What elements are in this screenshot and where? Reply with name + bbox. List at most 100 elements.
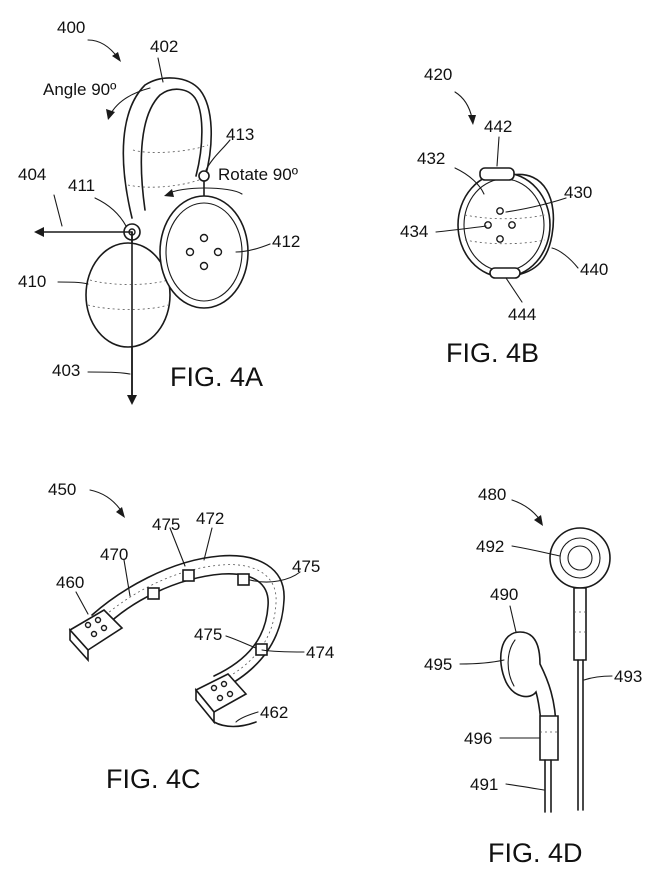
strain-relief-496 [539, 715, 559, 761]
ear-cup-412 [159, 195, 249, 309]
ref-495: 495 [424, 655, 452, 674]
fig-4d: 480 492 490 495 493 496 491 FIG. 4D [424, 485, 642, 868]
speaker-hole [496, 207, 504, 215]
earbud-492-stem [573, 587, 587, 661]
ref-404: 404 [18, 165, 46, 184]
ref-412: 412 [272, 232, 300, 251]
pivot-413 [198, 170, 210, 182]
angle-arrowhead [106, 109, 115, 120]
slider-475 [182, 569, 195, 582]
ref-432: 432 [417, 149, 445, 168]
ref-492-leader [511, 545, 561, 557]
earbud-495 [499, 631, 557, 731]
ref-492: 492 [476, 537, 504, 556]
ref-475-leader [169, 527, 186, 567]
ref-403-leader [87, 371, 131, 375]
fig-4b: 420 442 432 430 434 440 444 FIG. 4B [400, 65, 608, 368]
speaker-hole [484, 221, 492, 229]
cap-444 [489, 267, 521, 279]
speaker-hole [199, 261, 209, 271]
cup-432-seam-2 [464, 239, 546, 245]
axis-403-arrowhead [127, 395, 137, 405]
ref-411: 411 [68, 176, 95, 195]
fig-4c: 450 475 472 470 475 460 475 474 462 FIG.… [48, 480, 334, 794]
caption-fig-4a: FIG. 4A [170, 362, 263, 392]
ref-460-leader [75, 591, 89, 615]
ref-410: 410 [18, 272, 46, 291]
ref-490-leader [509, 605, 517, 633]
ref-491: 491 [470, 775, 498, 794]
earbud-492-grille [559, 537, 601, 579]
ear-cup-410 [85, 242, 171, 348]
ref-475: 475 [292, 557, 320, 576]
ref-440-leader [551, 247, 579, 269]
speaker-hole [213, 247, 223, 257]
ref-450-leader [89, 489, 123, 513]
ref-450-arrowhead [116, 507, 125, 518]
cup-432-seam [464, 214, 546, 220]
end-pad-460 [68, 608, 124, 663]
ref-430-leader [505, 197, 567, 213]
caption-fig-4c: FIG. 4C [106, 764, 201, 794]
ref-413: 413 [226, 125, 254, 144]
slider-475 [237, 573, 250, 586]
earbud-492 [549, 527, 611, 589]
speaker-hole [199, 233, 209, 243]
ref-400: 400 [57, 18, 85, 37]
fig-4a: 400 402 Angle 90º 413 404 411 Rotate 90º… [18, 18, 300, 405]
ref-480-leader [511, 499, 541, 521]
ref-480-arrowhead [534, 515, 543, 526]
cap-442 [479, 167, 515, 181]
cable-462 [213, 721, 257, 728]
rotate-arrowhead [164, 189, 174, 197]
ref-462: 462 [260, 703, 288, 722]
speaker-hole [185, 247, 195, 257]
ref-404-leader [53, 194, 63, 227]
headband-inner-edge [140, 88, 203, 211]
earbud-495-face [507, 639, 516, 687]
ref-491-leader [505, 783, 545, 791]
ref-495-leader [459, 659, 505, 665]
ref-480: 480 [478, 485, 506, 504]
speaker-hole [508, 221, 516, 229]
band-inner [103, 573, 269, 677]
headband-402 [122, 77, 212, 219]
ref-400-arrowhead [112, 52, 121, 62]
ref-444: 444 [508, 305, 536, 324]
caption-fig-4b: FIG. 4B [446, 338, 539, 368]
ref-470: 470 [100, 545, 128, 564]
slider-475 [255, 643, 268, 656]
ref-472: 472 [196, 509, 224, 528]
ref-430: 430 [564, 183, 592, 202]
speaker-hole [496, 235, 504, 243]
slider-475 [147, 587, 160, 600]
ref-434: 434 [400, 222, 428, 241]
ref-402: 402 [150, 37, 178, 56]
cup-410-seam-2 [87, 304, 169, 310]
ref-420-arrowhead [468, 115, 476, 125]
caption-fig-4d: FIG. 4D [488, 838, 583, 868]
headband-seam-2 [127, 177, 205, 188]
ref-434-leader [435, 225, 487, 233]
ref-432-leader [454, 167, 485, 195]
earbud-492-center [567, 545, 593, 571]
ref-475: 475 [152, 515, 180, 534]
ref-442-leader [496, 136, 500, 167]
ref-403: 403 [52, 361, 80, 380]
headband-seam [132, 144, 209, 153]
ref-475: 475 [194, 625, 222, 644]
ref-474-leader [261, 649, 305, 653]
axis-404-arrowhead [34, 227, 44, 237]
ref-493-leader [583, 675, 613, 681]
ref-440: 440 [580, 260, 608, 279]
ref-472-leader [203, 527, 213, 561]
ref-475-leader-3 [225, 635, 257, 649]
ref-462-leader [235, 711, 259, 723]
band-440 [511, 173, 555, 277]
ref-412-leader [235, 243, 271, 253]
ref-410-leader [57, 281, 89, 285]
ref-420-leader [454, 91, 473, 119]
ref-496: 496 [464, 729, 492, 748]
